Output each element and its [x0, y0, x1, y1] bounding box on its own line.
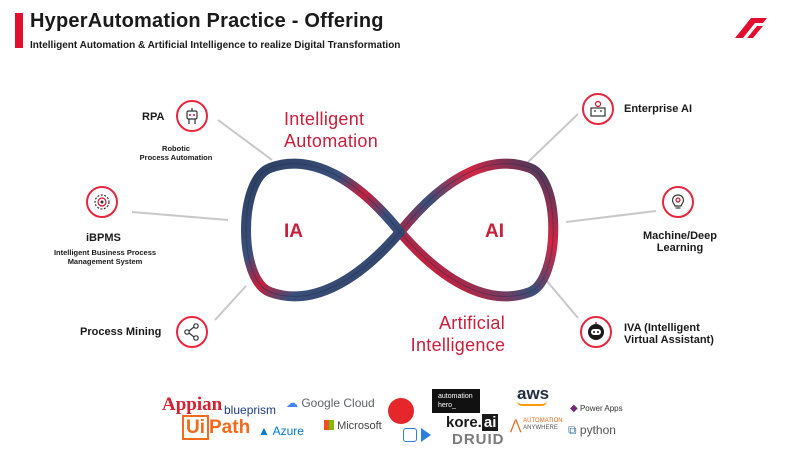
page-title: HyperAutomation Practice - Offering: [30, 10, 384, 32]
company-logo: [733, 14, 769, 40]
microsoft-icon: [324, 420, 334, 430]
python-logo: ⧉ python: [568, 423, 616, 437]
ml-label: Machine/Deep Learning: [643, 230, 717, 254]
enterprise-ai-icon-circle: [582, 93, 614, 125]
title-accent-bar: [15, 13, 23, 48]
automation-anywhere-icon: ⋀: [510, 416, 522, 433]
power-apps-logo: ◆ Power Apps: [570, 403, 623, 414]
ia-label: IA: [284, 221, 303, 242]
artificial-intelligence-heading: Artificial Intelligence: [410, 313, 506, 355]
blueprism-logo: blueprism: [224, 403, 277, 417]
aws-logo: aws: [517, 384, 549, 406]
iva-icon-circle: [580, 316, 612, 348]
microsoft-logo: Microsoft: [324, 420, 382, 432]
kore-ai-logo: kore.ai: [446, 414, 499, 431]
rpa-icon-circle: [176, 100, 208, 132]
page-subtitle: Intelligent Automation & Artificial Inte…: [30, 40, 401, 51]
automation-hero-logo: automation hero_: [432, 389, 480, 413]
google-cloud-icon: ☁: [286, 396, 298, 410]
rpa-sublabel: Robotic Process Automation: [139, 144, 213, 162]
gear-target-icon: [94, 194, 110, 210]
intelligent-automation-heading: Intelligent Automation: [284, 109, 379, 151]
azure-icon: ▲: [258, 424, 270, 438]
automation-anywhere-logo: ⋀ AUTOMATION ANYWHERE: [510, 416, 563, 433]
enterprise-ai-icon: [590, 100, 606, 117]
appian-logo: Appian: [162, 394, 223, 415]
ibpms-label: iBPMS: [86, 232, 121, 244]
assistant-bot-icon: [588, 322, 604, 340]
ai-label: AI: [485, 221, 504, 242]
druid-logo: DRUID: [452, 431, 505, 448]
iva-label: IVA (Intelligent Virtual Assistant): [624, 322, 714, 346]
share-nodes-icon: [184, 323, 199, 341]
python-icon: ⧉: [568, 423, 577, 437]
power-apps-icon: ◆: [570, 403, 578, 414]
process-mining-label: Process Mining: [80, 326, 162, 338]
enterprise-ai-label: Enterprise AI: [624, 103, 693, 115]
robot-icon: [186, 108, 198, 124]
google-cloud-logo: ☁ Google Cloud: [286, 396, 375, 410]
ibpms-icon-circle: [86, 186, 118, 218]
chatbot-brand-logo: [403, 428, 437, 444]
process-mining-icon-circle: [176, 316, 208, 348]
ml-icon-circle: [662, 186, 694, 218]
rpa-label: RPA: [142, 111, 165, 123]
lightbulb-brain-icon: [671, 194, 685, 209]
c-brand-logo: [388, 398, 414, 424]
azure-logo: ▲ Azure: [258, 424, 304, 438]
ibpms-sublabel: Intelligent Business Process Management …: [53, 248, 157, 266]
